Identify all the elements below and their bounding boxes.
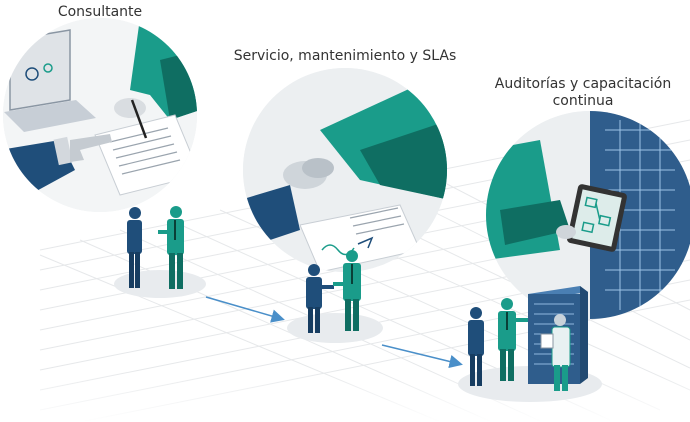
arrow-1-to-2 [205, 296, 285, 323]
service-illustration [243, 68, 447, 272]
stage-title-audit: Auditorías y capacitación continua [478, 76, 688, 110]
stage-title-line: Servicio, mantenimiento y SLAs [233, 48, 457, 64]
audit-illustration [486, 111, 690, 319]
ground-shadow-1 [114, 270, 206, 298]
stage-title-line: Auditorías y capacitación [494, 76, 672, 92]
stage-title-line: continua [552, 93, 614, 109]
stage-title-consultant: Consultante [30, 4, 170, 21]
stage-title-line: Consultante [57, 4, 143, 20]
stage-title-service: Servicio, mantenimiento y SLAs [220, 48, 470, 65]
ground-shadow-2 [287, 313, 383, 343]
audit-figures [468, 286, 588, 391]
service-figures [306, 250, 361, 333]
arrow-2-to-3 [381, 344, 463, 369]
consultant-figures [127, 206, 184, 289]
consultant-illustration [3, 18, 197, 212]
